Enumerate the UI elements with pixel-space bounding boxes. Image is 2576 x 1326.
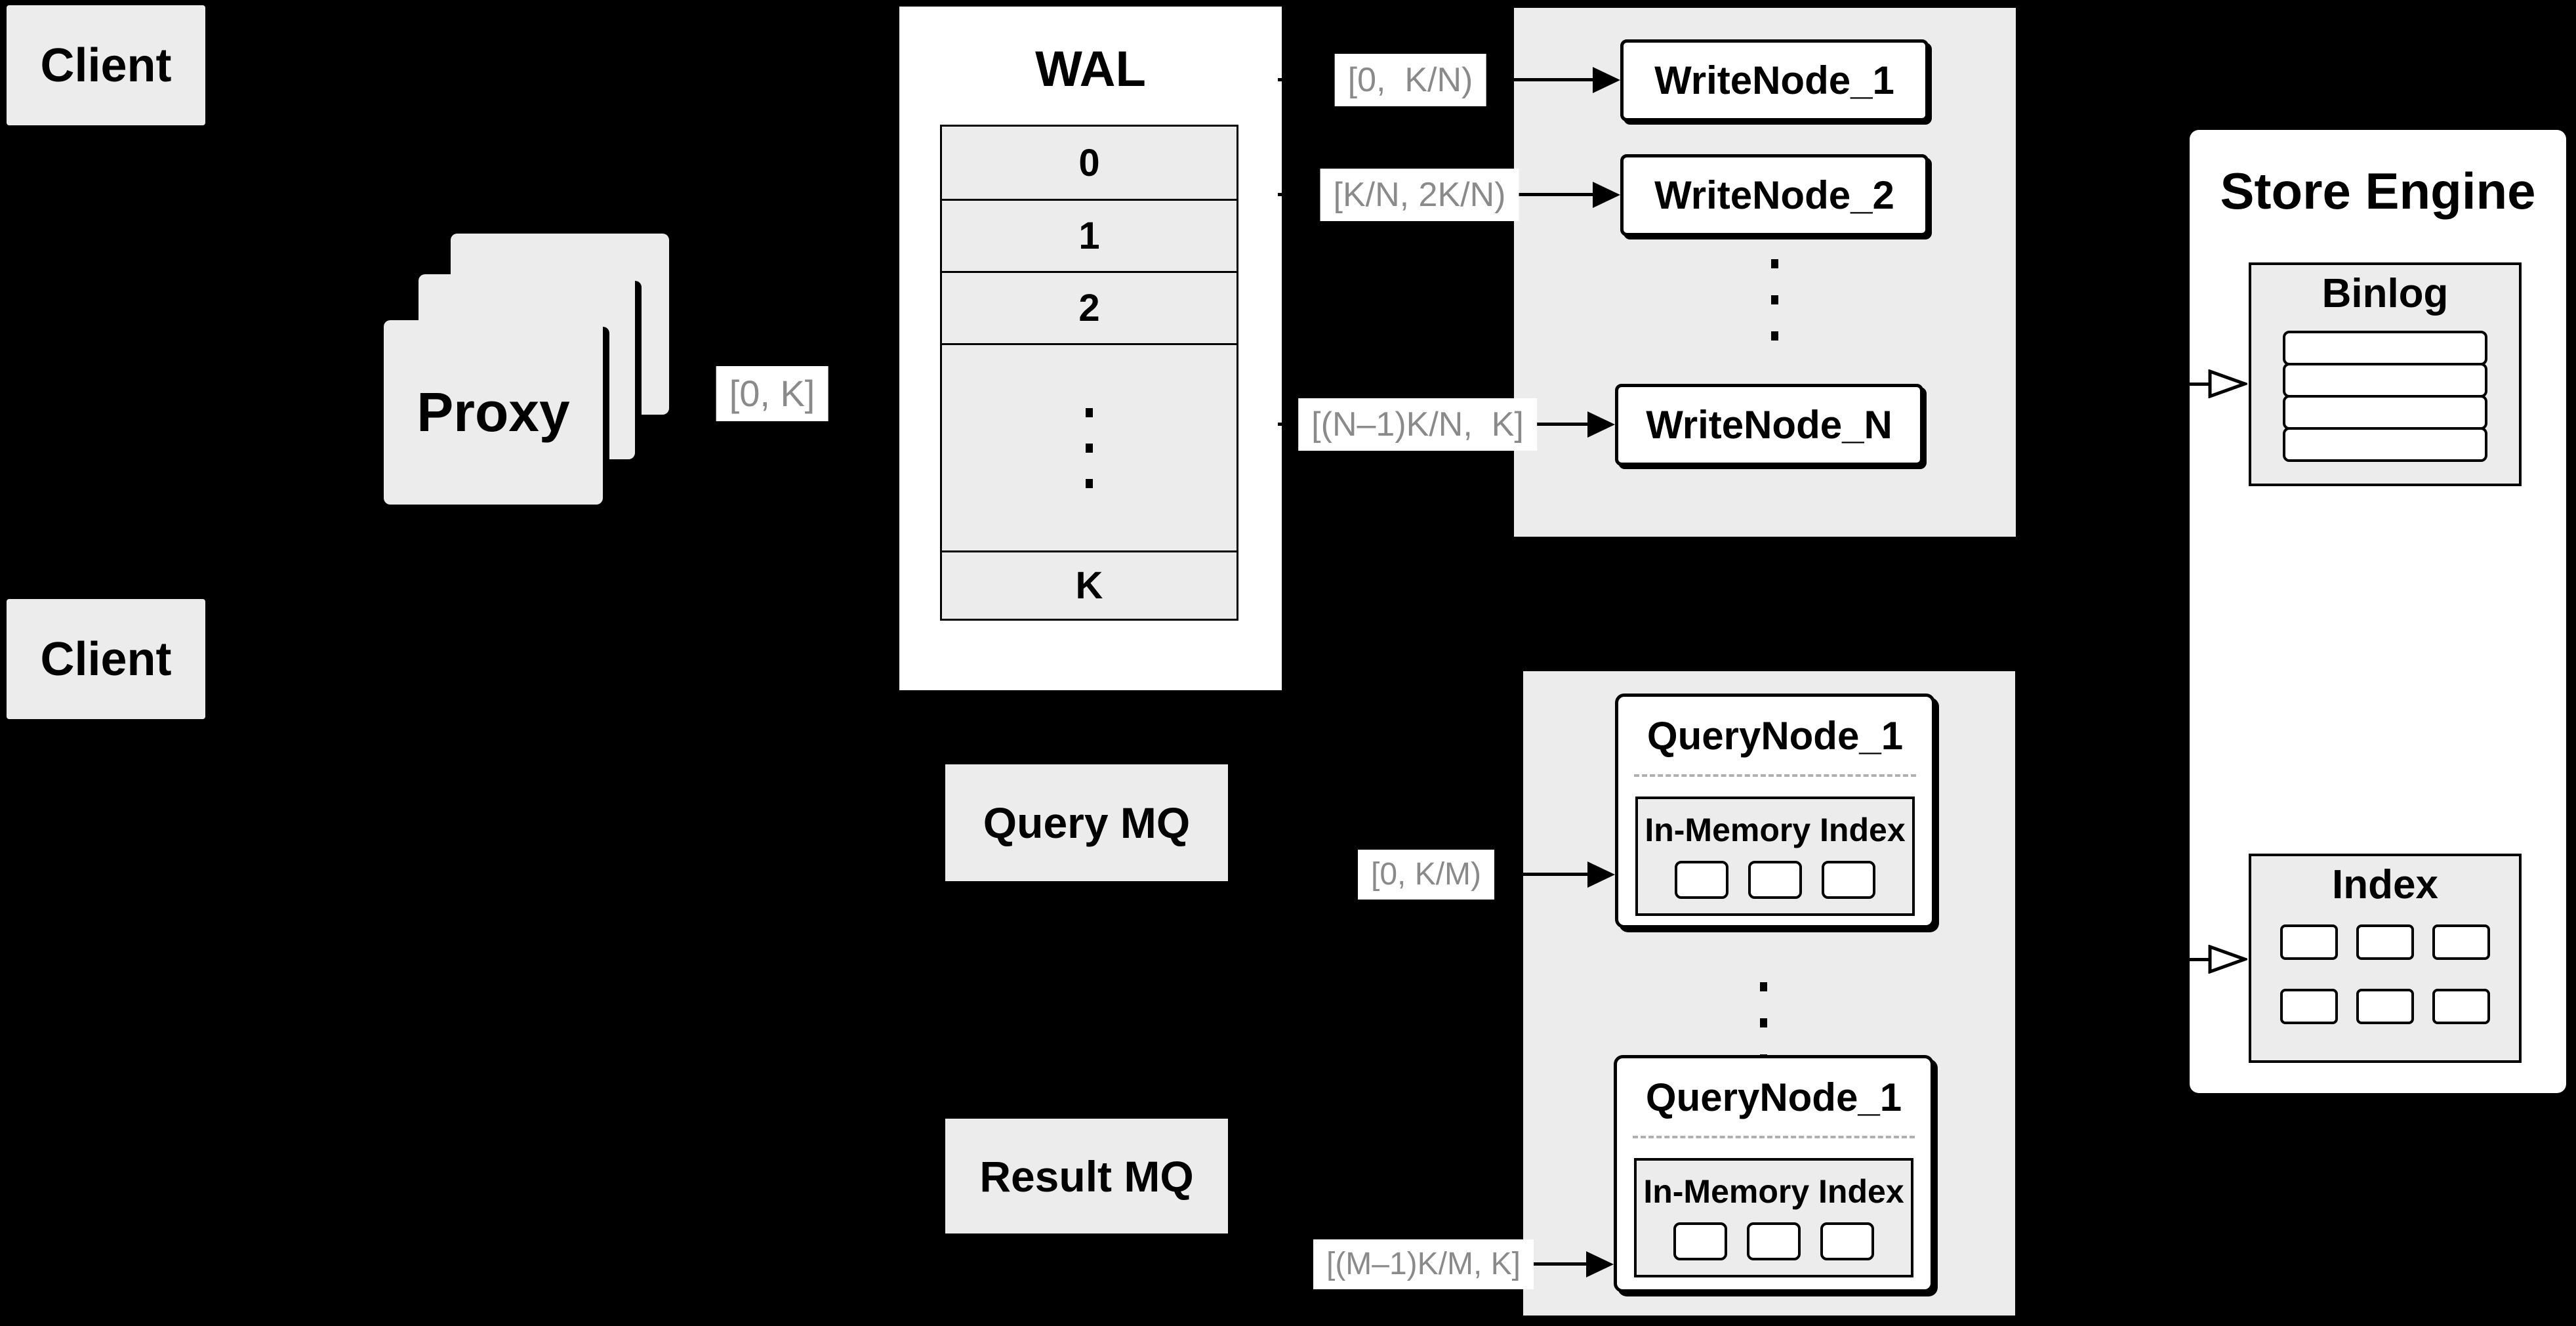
memory-segment	[1820, 1222, 1874, 1260]
wal-box: WAL 0 1 2 K	[899, 7, 1282, 690]
ellipsis-dot	[1086, 478, 1093, 488]
index-segment	[2280, 924, 2338, 960]
ellipsis-dot	[1760, 982, 1767, 991]
arrow-line-index	[2125, 958, 2212, 961]
index-segment	[2356, 924, 2414, 960]
write-node-ellipsis	[1771, 259, 1778, 341]
wal-row-k: K	[942, 550, 1237, 619]
memory-segments-top	[1638, 861, 1912, 899]
wal-row-2: 2	[942, 271, 1237, 343]
client-top-label: Client	[40, 39, 172, 92]
memory-segments-bottom	[1637, 1222, 1911, 1260]
binlog-box: Binlog	[2249, 262, 2522, 486]
arrow-line-querynode-top	[1469, 873, 1590, 876]
arrowhead-writenode1	[1593, 67, 1620, 93]
dashed-divider	[1634, 774, 1916, 777]
memory-segment	[1673, 1222, 1727, 1260]
proxy-card-front: Proxy	[384, 320, 603, 505]
edge-label-writenode2-range: [K/N, 2K/N)	[1320, 169, 1519, 221]
dashed-divider	[1633, 1136, 1915, 1138]
wal-title: WAL	[1035, 41, 1146, 97]
write-node-n-label: WriteNode_N	[1646, 403, 1892, 447]
index-segment	[2280, 989, 2338, 1024]
wal-row-1: 1	[942, 199, 1237, 271]
index-segment	[2432, 924, 2490, 960]
edge-label-proxy-wal: [0, K]	[716, 366, 828, 421]
memory-segment	[1822, 861, 1875, 899]
arrowhead-index-hollow	[2208, 945, 2247, 974]
binlog-row	[2283, 331, 2487, 365]
query-node-top-title: QueryNode_1	[1646, 713, 1904, 758]
query-node-top: QueryNode_1 In-Memory Index	[1615, 694, 1935, 928]
index-title: Index	[2332, 861, 2438, 907]
ellipsis-dot	[1771, 331, 1778, 341]
index-row	[2251, 924, 2519, 960]
write-node-2-label: WriteNode_2	[1654, 173, 1894, 217]
index-row	[2251, 989, 2519, 1024]
ellipsis-dot	[1771, 259, 1778, 268]
arrowhead-querynode-bottom	[1586, 1251, 1614, 1277]
binlog-rows	[2283, 331, 2487, 462]
edge-label-querynodem-range: [(M–1)K/M, K]	[1313, 1239, 1534, 1289]
query-mq-box: Query MQ	[945, 764, 1228, 881]
edge-label-writenoden-range: [(N–1)K/N, K]	[1298, 398, 1537, 451]
query-node-bottom: QueryNode_1 In-Memory Index	[1614, 1055, 1934, 1293]
proxy-label: Proxy	[417, 381, 570, 443]
in-memory-index-bottom-label: In-Memory Index	[1643, 1173, 1904, 1210]
query-node-bottom-title: QueryNode_1	[1645, 1075, 1902, 1119]
memory-segment	[1748, 861, 1802, 899]
query-node-ellipsis	[1760, 982, 1767, 1064]
ellipsis-dot	[1086, 407, 1093, 417]
query-mq-label: Query MQ	[983, 798, 1191, 847]
result-mq-label: Result MQ	[979, 1151, 1194, 1201]
wal-row-ellipsis	[942, 343, 1237, 550]
write-node-1-label: WriteNode_1	[1654, 58, 1894, 102]
binlog-row	[2283, 427, 2487, 462]
in-memory-index-top-label: In-Memory Index	[1645, 812, 1906, 848]
store-engine-title: Store Engine	[2220, 162, 2536, 220]
arrowhead-writenoden	[1587, 411, 1615, 438]
binlog-row	[2283, 363, 2487, 398]
index-box: Index	[2249, 854, 2522, 1063]
edge-label-querynode1-range: [0, K/M)	[1357, 850, 1495, 900]
store-engine-box: Store Engine Binlog Index	[2190, 130, 2566, 1093]
client-box-bottom: Client	[7, 599, 205, 719]
memory-segment	[1675, 861, 1728, 899]
result-mq-box: Result MQ	[945, 1119, 1228, 1233]
write-node-1: WriteNode_1	[1620, 39, 1929, 121]
ellipsis-dot	[1086, 443, 1093, 453]
client-box-top: Client	[7, 5, 205, 125]
ellipsis-dot	[1760, 1018, 1767, 1027]
write-node-2: WriteNode_2	[1620, 154, 1929, 236]
in-memory-index-box-top: In-Memory Index	[1635, 797, 1915, 916]
arrowhead-writenode2	[1593, 182, 1620, 208]
index-segment	[2432, 989, 2490, 1024]
edge-label-writenode1-range: [0, K/N)	[1334, 54, 1486, 106]
in-memory-index-box-bottom: In-Memory Index	[1634, 1158, 1913, 1277]
wal-segment-table: 0 1 2 K	[940, 125, 1238, 621]
arrow-line-querynode-bottom	[1496, 1262, 1589, 1266]
index-segment	[2356, 989, 2414, 1024]
write-node-n: WriteNode_N	[1615, 384, 1923, 466]
ellipsis-dot	[1771, 295, 1778, 304]
arrowhead-querynode-top	[1587, 861, 1615, 888]
binlog-row	[2283, 395, 2487, 430]
binlog-title: Binlog	[2321, 270, 2449, 316]
arrow-line-binlog	[2125, 383, 2212, 386]
memory-segment	[1747, 1222, 1801, 1260]
client-bottom-label: Client	[40, 632, 172, 686]
arrowhead-binlog-hollow	[2208, 369, 2247, 398]
wal-row-0: 0	[942, 127, 1237, 199]
index-grid	[2251, 924, 2519, 1024]
